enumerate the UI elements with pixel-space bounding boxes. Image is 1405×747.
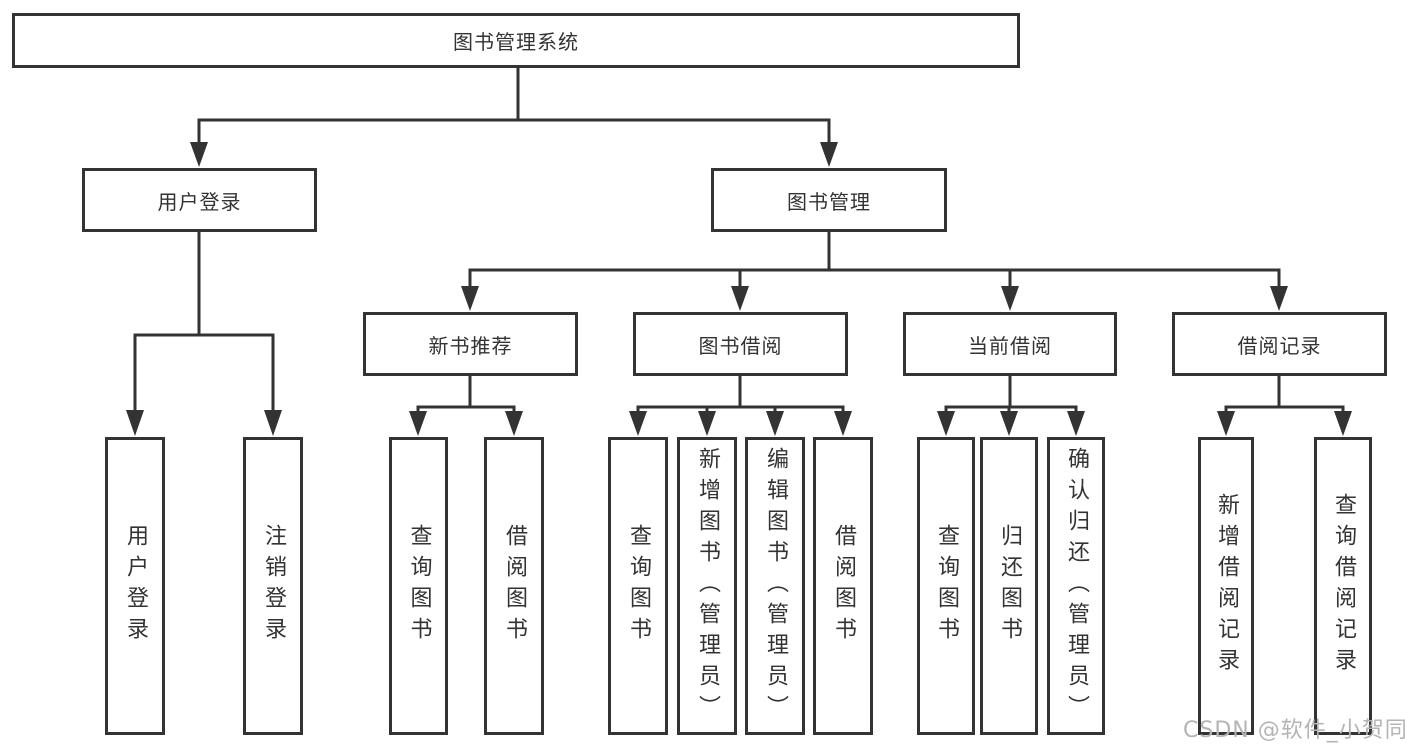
leaf-label: 编辑图书（管理员） xyxy=(763,446,788,726)
leaf-label: 查询图书 xyxy=(626,524,651,648)
leaf-label: 用户登录 xyxy=(123,524,148,648)
leaf-label: 归还图书 xyxy=(997,524,1022,648)
node-new-book-recommend: 新书推荐 xyxy=(363,312,578,376)
leaf-query-borrow-record: 查询借阅记录 xyxy=(1314,437,1372,735)
leaf-borrow-book-1: 借阅图书 xyxy=(484,437,544,735)
leaf-confirm-return-admin: 确认归还（管理员） xyxy=(1047,437,1105,735)
leaf-label: 查询图书 xyxy=(934,524,959,648)
connector-user-login xyxy=(126,232,282,436)
leaf-label: 新增借阅记录 xyxy=(1214,493,1239,679)
leaf-add-book-admin: 新增图书（管理员） xyxy=(677,437,737,735)
connector-book-borrow xyxy=(629,376,852,436)
leaf-label: 确认归还（管理员） xyxy=(1064,446,1089,726)
leaf-query-book-3: 查询图书 xyxy=(917,437,975,735)
connector-current-borrow xyxy=(937,376,1085,436)
leaf-edit-book-admin: 编辑图书（管理员） xyxy=(745,437,805,735)
leaf-logout: 注销登录 xyxy=(243,437,303,735)
node-user-login: 用户登录 xyxy=(82,168,317,232)
csdn-watermark: CSDN @软件_小贺同学 xyxy=(1183,718,1405,743)
node-current-borrow: 当前借阅 xyxy=(903,312,1117,376)
connector-book-management xyxy=(461,232,1288,311)
node-book-borrow: 图书借阅 xyxy=(633,312,848,376)
leaf-user-login: 用户登录 xyxy=(105,437,165,735)
leaf-return-book: 归还图书 xyxy=(980,437,1038,735)
leaf-label: 查询借阅记录 xyxy=(1331,493,1356,679)
leaf-label: 借阅图书 xyxy=(502,524,527,648)
node-root-system: 图书管理系统 xyxy=(12,13,1020,68)
connector-borrow-record xyxy=(1217,376,1352,436)
node-borrow-record: 借阅记录 xyxy=(1172,312,1387,376)
leaf-query-book-1: 查询图书 xyxy=(389,437,448,735)
leaf-query-book-2: 查询图书 xyxy=(608,437,668,735)
connector-root xyxy=(190,68,838,167)
leaf-label: 借阅图书 xyxy=(831,524,856,648)
leaf-add-borrow-record: 新增借阅记录 xyxy=(1198,437,1254,735)
node-book-management: 图书管理 xyxy=(711,168,947,232)
leaf-label: 查询图书 xyxy=(406,524,432,648)
leaf-borrow-book-2: 借阅图书 xyxy=(813,437,873,735)
leaf-label: 新增图书（管理员） xyxy=(695,446,720,726)
connector-new-book xyxy=(409,376,523,436)
leaf-label: 注销登录 xyxy=(261,524,286,648)
